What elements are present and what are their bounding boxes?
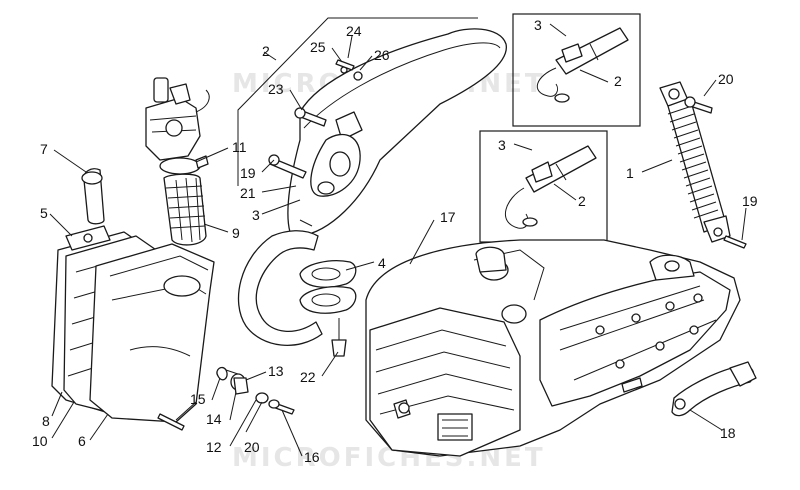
callout-11: 11 bbox=[232, 139, 247, 155]
callout-6: 6 bbox=[78, 433, 86, 449]
callout-2-inset-top: 2 bbox=[614, 73, 622, 89]
callout-13: 13 bbox=[268, 363, 284, 379]
air-intake-snorkel bbox=[81, 168, 105, 225]
callout-1: 1 bbox=[626, 165, 634, 181]
callout-3-inset-top: 3 bbox=[534, 17, 542, 33]
hose-clamp bbox=[159, 155, 209, 175]
callout-14: 14 bbox=[206, 411, 222, 427]
callout-19-main: 19 bbox=[240, 165, 256, 181]
callout-12: 12 bbox=[206, 439, 222, 455]
callout-19-shock: 19 bbox=[742, 193, 758, 209]
callout-15: 15 bbox=[190, 391, 206, 407]
callout-5: 5 bbox=[40, 205, 48, 221]
callout-2-inset-bottom: 2 bbox=[578, 193, 586, 209]
callout-16: 16 bbox=[304, 449, 320, 465]
callout-10: 10 bbox=[32, 433, 48, 449]
muffler-variant-inset-top bbox=[512, 13, 641, 127]
callout-26: 26 bbox=[374, 47, 390, 63]
callout-labels: 1 2 2 2 3 3 3 4 5 6 7 8 9 10 11 12 13 14… bbox=[32, 17, 758, 465]
callout-22: 22 bbox=[300, 369, 316, 385]
callout-8: 8 bbox=[42, 413, 50, 429]
carburetor bbox=[145, 77, 210, 161]
callout-4: 4 bbox=[378, 255, 386, 271]
callout-7: 7 bbox=[40, 141, 48, 157]
intake-hose bbox=[163, 173, 207, 246]
exhaust-flange-gasket bbox=[299, 260, 357, 314]
exhaust-group-bracket bbox=[237, 17, 478, 186]
callout-23: 23 bbox=[268, 81, 284, 97]
exhaust-downpipe bbox=[237, 230, 323, 346]
callout-3-inset-bottom: 3 bbox=[498, 137, 506, 153]
callout-17: 17 bbox=[440, 209, 456, 225]
air-filter-assembly bbox=[51, 225, 215, 431]
rear-shock-absorber bbox=[659, 81, 747, 249]
engine-block bbox=[365, 239, 741, 457]
callout-20-shock: 20 bbox=[718, 71, 734, 87]
callout-3-main: 3 bbox=[252, 207, 260, 223]
callout-9: 9 bbox=[232, 225, 240, 241]
callout-21: 21 bbox=[240, 185, 256, 201]
callout-24: 24 bbox=[346, 23, 362, 39]
exhaust-muffler bbox=[287, 28, 507, 237]
leader-lines bbox=[49, 23, 747, 457]
callout-20-airbox: 20 bbox=[244, 439, 260, 455]
airbox-hardware bbox=[216, 366, 295, 415]
callout-18: 18 bbox=[720, 425, 736, 441]
callout-2-main: 2 bbox=[262, 43, 270, 59]
callout-25: 25 bbox=[310, 39, 326, 55]
kickstart-lever bbox=[671, 361, 757, 417]
